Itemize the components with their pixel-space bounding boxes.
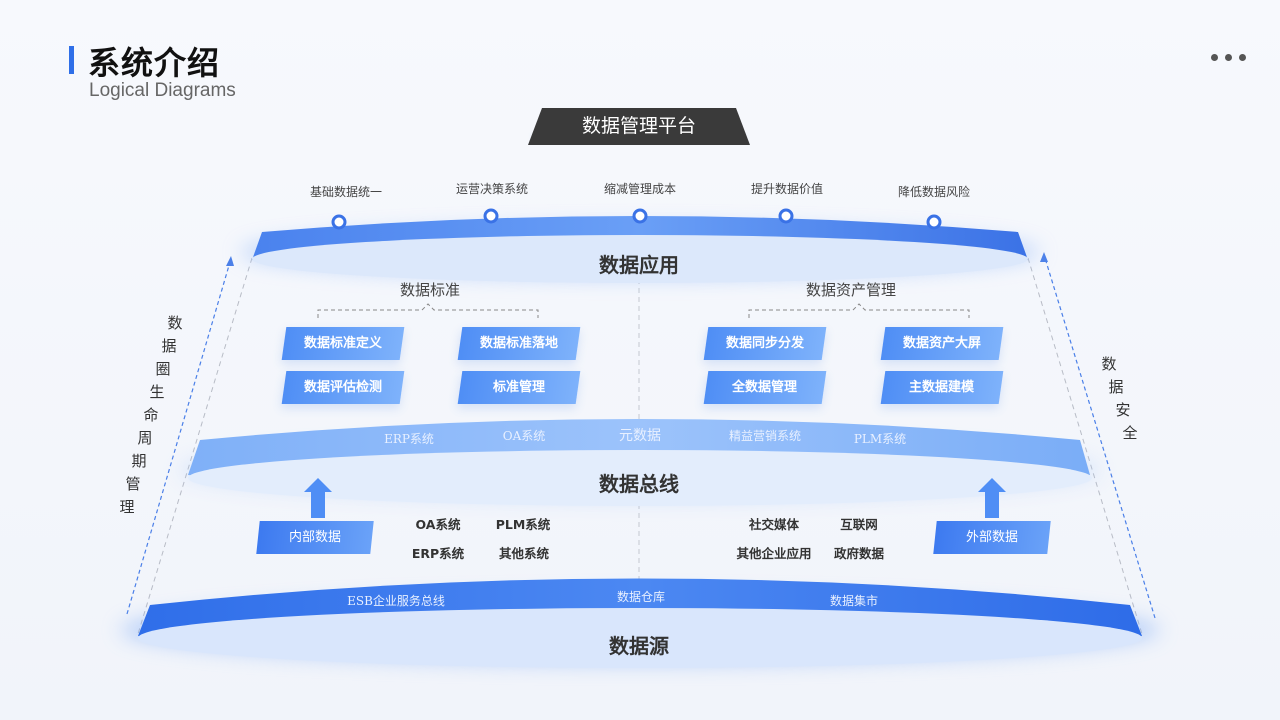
title-accent-bar: [69, 46, 74, 74]
internal-system: OA系统: [415, 517, 461, 532]
standards-title: 数据标准: [399, 281, 461, 299]
side-label-char: 安: [1115, 401, 1131, 419]
internal-system: PLM系统: [495, 517, 551, 532]
platform-banner: 数据管理平台: [528, 108, 750, 145]
layer-label-application: 数据应用: [599, 253, 679, 277]
external-system: 社交媒体: [748, 517, 800, 532]
external-system: 政府数据: [833, 546, 885, 561]
source-item: ESB企业服务总线: [347, 594, 445, 608]
bus-item: PLM系统: [853, 432, 907, 446]
side-label-char: 期: [131, 452, 147, 470]
layer-label-source: 数据源: [609, 634, 669, 658]
asset-item: 数据资产大屏: [880, 327, 1004, 360]
standards-item: 数据标准落地: [457, 327, 581, 360]
asset-item: 全数据管理: [703, 371, 827, 404]
external-data-box: 外部数据: [933, 521, 1051, 554]
goal-label: 提升数据价值: [750, 182, 824, 196]
standards-item: 数据评估检测: [281, 371, 405, 404]
side-label-char: 周: [137, 429, 153, 447]
side-label-char: 圈: [155, 360, 171, 378]
external-system: 其他企业应用: [736, 546, 812, 561]
bus-item: OA系统: [502, 429, 546, 443]
internal-system: ERP系统: [411, 546, 465, 561]
side-label-char: 数: [167, 314, 183, 332]
side-label-char: 据: [1108, 378, 1124, 396]
page-title: 系统介绍: [88, 44, 221, 82]
layer-label-bus: 数据总线: [599, 472, 679, 496]
standards-item: 标准管理: [457, 371, 581, 404]
internal-system: 其他系统: [498, 546, 550, 561]
asset-item: 主数据建模: [880, 371, 1004, 404]
side-label-char: 据: [161, 337, 177, 355]
source-item: 数据仓库: [616, 590, 666, 604]
asset-management-title: 数据资产管理: [805, 281, 897, 299]
side-label-char: 管: [125, 475, 141, 493]
side-label-char: 生: [149, 383, 165, 401]
platform-label: 数据管理平台: [581, 115, 696, 137]
goal-label: 基础数据统一: [309, 185, 383, 199]
standards-item: 数据标准定义: [281, 327, 405, 360]
goal-label: 缩减管理成本: [603, 182, 677, 196]
side-label-char: 数: [1101, 355, 1117, 373]
side-label-lifecycle: 数据圈生命周期管理: [119, 312, 184, 519]
goal-label: 降低数据风险: [897, 185, 971, 199]
external-system: 互联网: [840, 517, 878, 532]
side-label-char: 全: [1122, 424, 1138, 442]
page-subtitle: Logical Diagrams: [89, 80, 236, 101]
bus-item: 元数据: [619, 428, 661, 444]
more-dots-icon[interactable]: [1211, 54, 1246, 61]
side-label-char: 理: [119, 498, 135, 516]
source-item: 数据集市: [829, 594, 879, 608]
side-label-char: 命: [143, 406, 159, 424]
internal-data-box: 内部数据: [256, 521, 374, 554]
asset-item: 数据同步分发: [703, 327, 827, 360]
side-label-security: 数据安全: [1100, 353, 1137, 445]
goal-label: 运营决策系统: [455, 182, 529, 196]
bus-item: ERP系统: [384, 432, 434, 446]
bus-item: 精益营销系统: [728, 429, 802, 443]
